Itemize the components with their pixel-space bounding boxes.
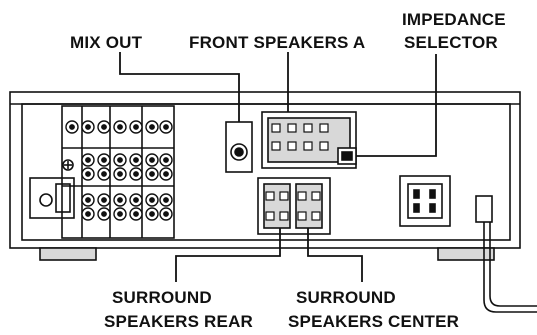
rca-jack-center [85,211,91,217]
rca-jack-center [149,124,155,130]
terminal-screw [319,141,329,151]
rca-jack-center [117,124,123,130]
terminal-screw [271,123,281,133]
rca-jack-center [117,157,123,163]
rca-jack-center [101,171,107,177]
rca-jack-center [149,171,155,177]
foot-right [437,247,495,261]
terminal-screw [287,123,297,133]
power-cord [483,222,537,313]
surround-speakers-terminals [257,177,331,235]
rca-jack-center [101,197,107,203]
callout-impedance-selector [356,54,437,157]
terminal-screw [265,211,275,221]
terminal-screw [303,141,313,151]
antenna-jack-icon [39,193,53,207]
rca-jack-center [163,171,169,177]
rca-jack-center [133,157,139,163]
rca-jack-center [117,171,123,177]
label-surround-rear-line2: SPEAKERS REAR [104,312,254,331]
rca-jack-center [163,197,169,203]
rca-jack-center [163,211,169,217]
terminal-screw [271,141,281,151]
ground-screw-icon [62,159,74,171]
rca-jack-center [101,211,107,217]
terminal-screw [311,191,321,201]
rca-jack-center [133,197,139,203]
rca-jack-center [85,197,91,203]
rca-jack-center [133,171,139,177]
rca-jacks [65,120,173,221]
rca-jack-center [85,124,91,130]
terminal-screws [265,123,329,221]
rca-jack-center [163,124,169,130]
front-speakers-a-terminals [261,111,357,169]
label-impedance-line2: SELECTOR [404,33,498,52]
label-surround-center-line1: SURROUND [296,288,396,307]
terminal-screw [287,141,297,151]
rca-jack-center [133,211,139,217]
mix-out-jack [230,143,248,161]
rca-jack-center [85,171,91,177]
power-cord-clamp [475,195,493,223]
label-surround-rear-line1: SURROUND [112,288,212,307]
rca-jack-center [85,157,91,163]
jack-panel-left [61,105,175,239]
label-mix-out: MIX OUT [70,33,143,52]
rca-jack-center [69,124,75,130]
label-impedance-line1: IMPEDANCE [402,10,506,29]
callout-surround-rear [175,228,281,282]
mix-out-jack-plate [225,121,253,173]
label-front-speakers-a: FRONT SPEAKERS A [189,33,366,52]
callout-mix-out [119,52,240,122]
rca-jack-center [149,157,155,163]
rca-jack-center [101,124,107,130]
rca-jack-center [117,211,123,217]
surround-rear-terminal [263,183,291,229]
terminal-screw [297,211,307,221]
foot-left [39,247,97,261]
chassis-inner-panel [21,103,511,241]
terminal-screw [319,123,329,133]
rca-jack-center [117,197,123,203]
terminal-screw [279,191,289,201]
ac-outlet-panel [399,175,451,227]
terminal-screw [265,191,275,201]
label-surround-center-line2: SPEAKERS CENTER [288,312,460,331]
rca-jack-center [149,197,155,203]
antenna-terminal-block [29,177,75,219]
callout-surround-center [307,228,363,282]
rca-jack-center [163,157,169,163]
rca-jack-center [133,124,139,130]
terminal-screw [297,191,307,201]
rca-jack-center [101,157,107,163]
surround-center-terminal [295,183,323,229]
terminal-screw [303,123,313,133]
callout-lines [119,52,437,282]
terminal-screw [279,211,289,221]
chassis-outline [9,91,521,249]
rca-jack-center [149,211,155,217]
terminal-screw [311,211,321,221]
